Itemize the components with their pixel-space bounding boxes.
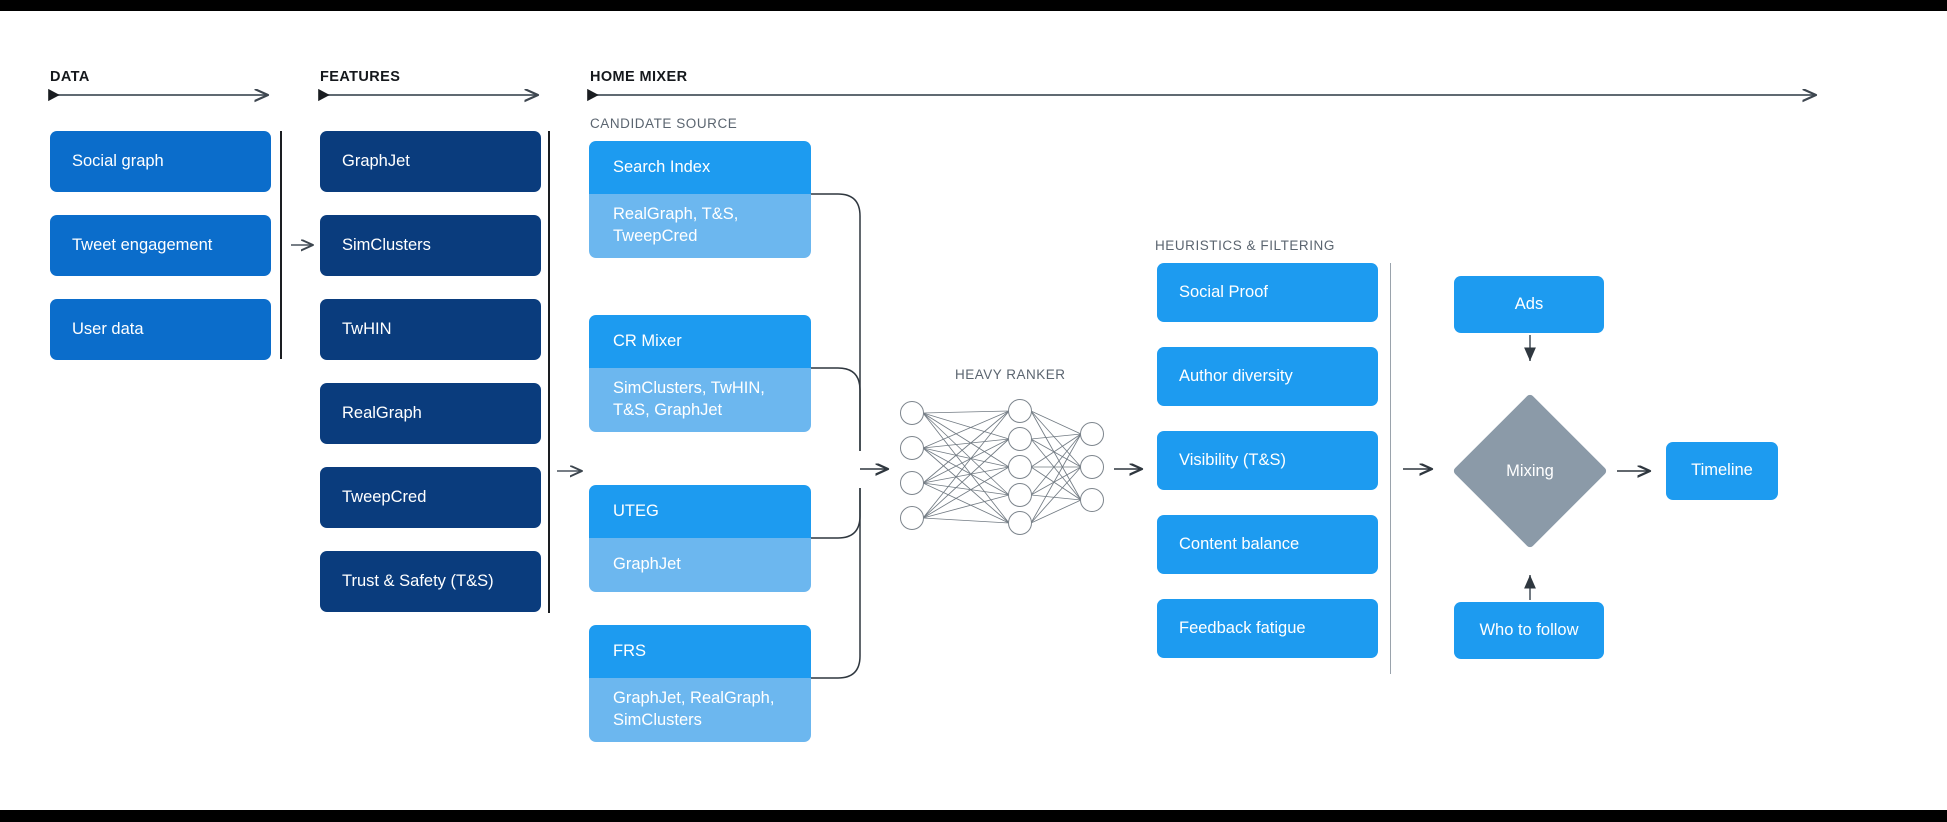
candidate-source-title: Search Index (589, 141, 811, 194)
nn-input-node (900, 506, 924, 530)
heuristic-box-author-diversity[interactable]: Author diversity (1157, 347, 1378, 406)
nn-input-node (900, 436, 924, 460)
candidate-source-features: RealGraph, T&S, TweepCred (589, 194, 811, 258)
candidate-source-title: UTEG (589, 485, 811, 538)
output-box-timeline[interactable]: Timeline (1666, 442, 1778, 500)
candidate-source-title: FRS (589, 625, 811, 678)
subsection-header-candidate-source: CANDIDATE SOURCE (590, 116, 738, 131)
candidate-source-title: CR Mixer (589, 315, 811, 368)
nn-hidden-node (1008, 399, 1032, 423)
candidate-source-cr-mixer[interactable]: CR Mixer SimClusters, TwHIN, T&S, GraphJ… (589, 315, 811, 432)
nn-input-node (900, 471, 924, 495)
section-header-data: DATA (50, 69, 90, 85)
feature-box-realgraph[interactable]: RealGraph (320, 383, 541, 444)
output-box-who-to-follow[interactable]: Who to follow (1454, 602, 1604, 659)
diagram-stage: DATA FEATURES HOME MIXER CANDIDATE SOURC… (0, 11, 1947, 810)
nn-hidden-node (1008, 511, 1032, 535)
neural-network-edges (922, 410, 1082, 524)
candidate-source-features: SimClusters, TwHIN, T&S, GraphJet (589, 368, 811, 432)
heuristic-box-content-balance[interactable]: Content balance (1157, 515, 1378, 574)
section-header-features: FEATURES (320, 69, 401, 85)
nn-hidden-node (1008, 427, 1032, 451)
section-header-home-mixer: HOME MIXER (590, 69, 688, 85)
nn-input-node (900, 401, 924, 425)
data-box-user-data[interactable]: User data (50, 299, 271, 360)
connector-overlay (0, 11, 1947, 679)
nn-output-node (1080, 455, 1104, 479)
heuristic-box-visibility[interactable]: Visibility (T&S) (1157, 431, 1378, 490)
divider-data-features (280, 131, 282, 359)
candidate-source-search-index[interactable]: Search Index RealGraph, T&S, TweepCred (589, 141, 811, 258)
nn-hidden-node (1008, 483, 1032, 507)
output-box-ads[interactable]: Ads (1454, 276, 1604, 333)
feature-box-twhin[interactable]: TwHIN (320, 299, 541, 360)
mixing-diamond[interactable]: Mixing (1452, 393, 1608, 549)
heuristic-box-feedback-fatigue[interactable]: Feedback fatigue (1157, 599, 1378, 658)
mixing-diamond-label: Mixing (1506, 461, 1554, 480)
divider-heuristics-output (1390, 263, 1392, 674)
feature-box-graphjet[interactable]: GraphJet (320, 131, 541, 192)
data-box-social-graph[interactable]: Social graph (50, 131, 271, 192)
candidate-source-features: GraphJet (589, 538, 811, 592)
feature-box-trust-safety[interactable]: Trust & Safety (T&S) (320, 551, 541, 612)
feature-box-tweepcred[interactable]: TweepCred (320, 467, 541, 528)
connector-candidate-sources-bus (811, 193, 861, 679)
heuristic-box-social-proof[interactable]: Social Proof (1157, 263, 1378, 322)
candidate-source-frs[interactable]: FRS GraphJet, RealGraph, SimClusters (589, 625, 811, 742)
candidate-source-uteg[interactable]: UTEG GraphJet (589, 485, 811, 592)
diagram-canvas: DATA FEATURES HOME MIXER CANDIDATE SOURC… (0, 11, 1947, 810)
candidate-source-features: GraphJet, RealGraph, SimClusters (589, 678, 811, 742)
feature-box-simclusters[interactable]: SimClusters (320, 215, 541, 276)
data-box-tweet-engagement[interactable]: Tweet engagement (50, 215, 271, 276)
nn-output-node (1080, 488, 1104, 512)
nn-output-node (1080, 422, 1104, 446)
divider-features-home-mixer (548, 131, 550, 613)
neural-network-nodes (900, 399, 1104, 535)
subsection-header-heuristics: HEURISTICS & FILTERING (1155, 238, 1335, 253)
subsection-header-heavy-ranker: HEAVY RANKER (955, 367, 1066, 382)
nn-hidden-node (1008, 455, 1032, 479)
